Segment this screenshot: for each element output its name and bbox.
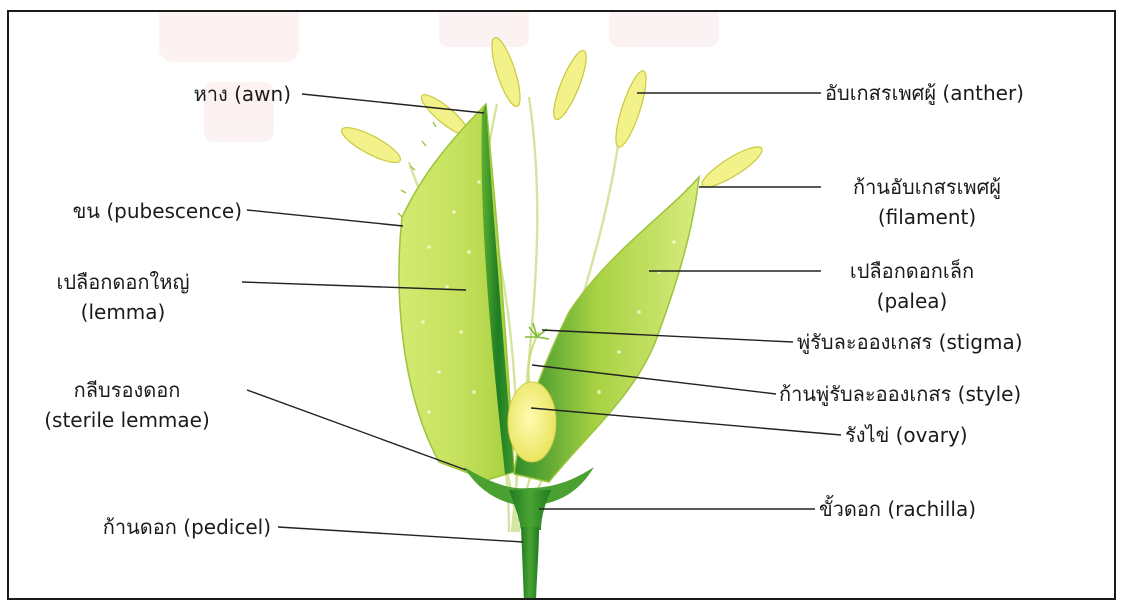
label-stigma: พู่รับละอองเกสร (stigma): [797, 329, 1023, 355]
label-awn: หาง (awn): [194, 81, 291, 107]
base-shapes: [464, 467, 594, 600]
label-palea-en: (palea): [817, 288, 1007, 314]
label-pubescence: ขน (pubescence): [73, 198, 242, 224]
label-filament-th: ก้านอับเกสรเพศผู้: [817, 174, 1037, 200]
ovary-shape: [508, 332, 556, 462]
label-ovary: รังไข่ (ovary): [845, 422, 968, 448]
label-style: ก้านพู่รับละอองเกสร (style): [779, 381, 1021, 407]
label-lemma-en: (lemma): [9, 299, 237, 325]
label-pedicel: ก้านดอก (pedicel): [103, 514, 271, 540]
lemma-shape: [398, 104, 514, 480]
label-lemma-th: เปลือกดอกใหญ่: [9, 269, 237, 295]
anthers: [338, 35, 767, 193]
leader-awn: [302, 94, 484, 113]
diagram-frame: หาง (awn) ขน (pubescence) เปลือกดอกใหญ่ …: [7, 10, 1116, 600]
leader-pubescence: [247, 210, 403, 226]
label-filament-en: (filament): [817, 204, 1037, 230]
label-sterile-en: (sterile lemmae): [9, 407, 245, 433]
label-rachilla: ขั้วดอก (rachilla): [819, 496, 976, 522]
leader-pedicel: [278, 527, 523, 542]
stigma-shape: [525, 323, 549, 339]
label-palea-th: เปลือกดอกเล็ก: [817, 258, 1007, 284]
label-anther: อับเกสรเพศผู้ (anther): [825, 80, 1024, 106]
label-sterile-th: กลีบรองดอก: [9, 377, 245, 403]
